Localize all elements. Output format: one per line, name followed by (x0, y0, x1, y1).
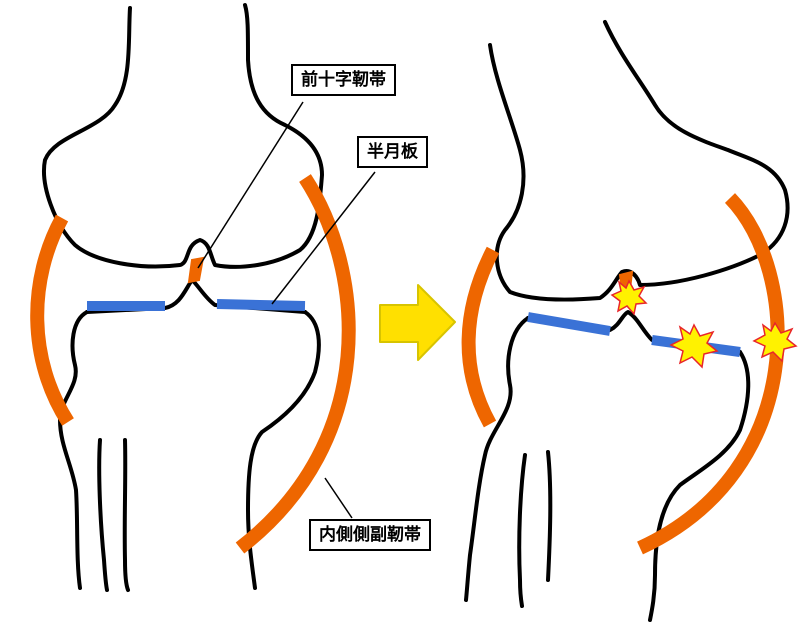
left-fibula-outline (97, 438, 109, 592)
left-meniscus-medial (216, 299, 306, 311)
right-tibia-plateau (526, 310, 742, 354)
right-tibia-outline (464, 316, 530, 602)
right-meniscus-lateral (527, 312, 611, 336)
mcl-label: 内側側副靭帯 (309, 519, 431, 551)
right-tibia-medial-outline (648, 350, 751, 622)
acl-label: 前十字靭帯 (291, 64, 396, 96)
right-lateral-ligament (461, 246, 500, 428)
meniscus-leader-line (271, 171, 376, 305)
left-femur-outline (42, 3, 324, 269)
meniscus-label: 半月板 (357, 136, 428, 168)
starburst-icon (610, 279, 648, 316)
right-fibula-inner (546, 450, 553, 582)
left-acl (187, 256, 205, 284)
mcl-leader-line (324, 477, 353, 519)
starburst-icon (669, 323, 719, 369)
right-arrow-icon (379, 284, 456, 361)
right-fibula-outline (517, 453, 527, 608)
starburst-icon (752, 321, 798, 363)
left-mcl (235, 174, 356, 554)
acl-leader-line (197, 101, 304, 269)
left-fibula-inner (122, 438, 130, 592)
right-knee (464, 20, 790, 622)
left-tibia-outline (58, 310, 89, 590)
right-mcl (637, 193, 785, 555)
left-lateral-ligament (30, 214, 74, 426)
right-femur-outline (488, 20, 790, 302)
